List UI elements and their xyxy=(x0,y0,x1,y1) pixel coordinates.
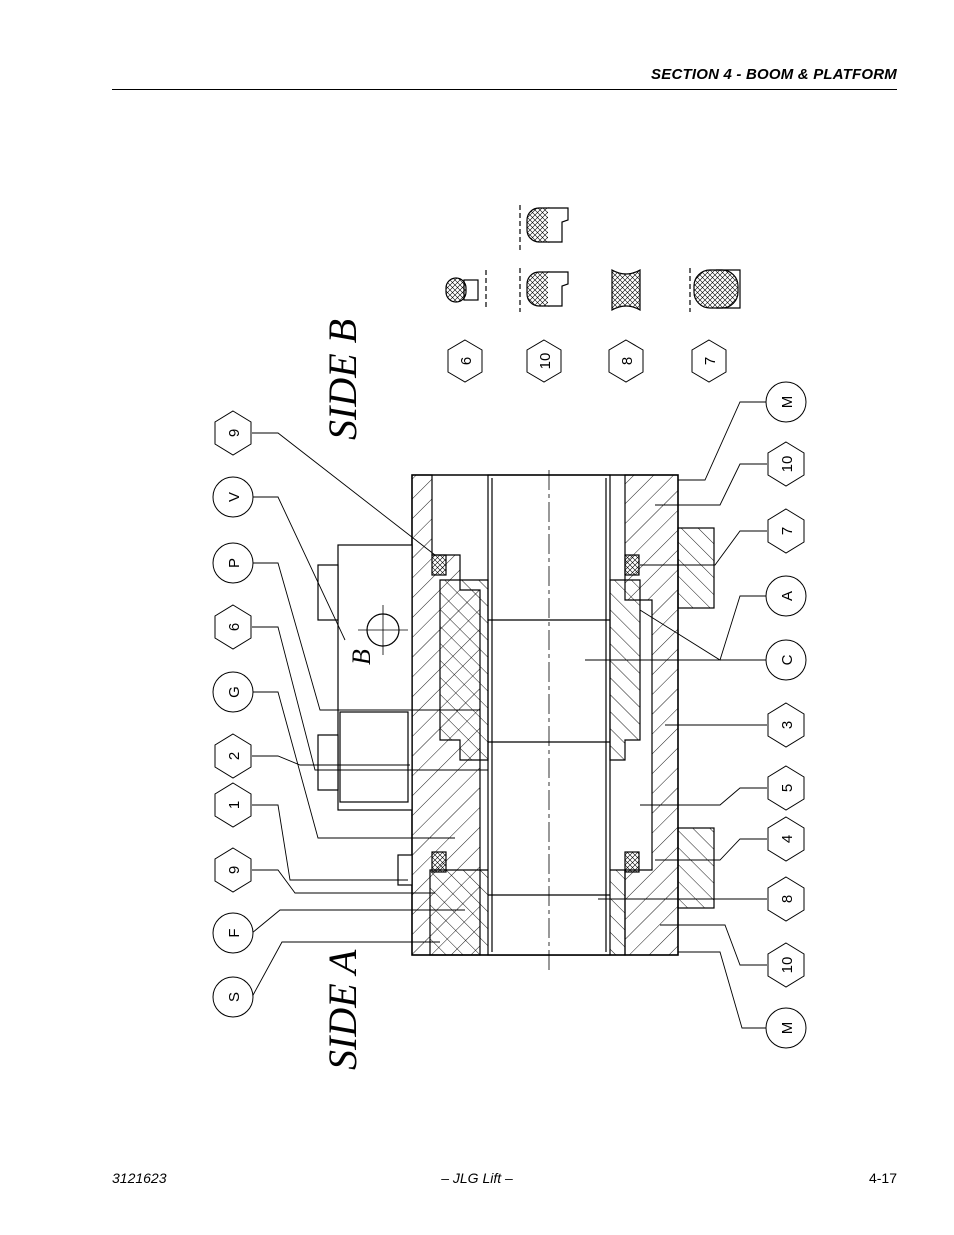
callout-top-P: P xyxy=(212,542,254,584)
callout-top-2: 2 xyxy=(214,733,252,779)
callout-bottom-A: A xyxy=(765,575,807,617)
callout-top-6: 6 xyxy=(214,604,252,650)
callout-bottom-10: 10 xyxy=(767,441,805,487)
svg-text:9: 9 xyxy=(226,866,243,874)
svg-text:10: 10 xyxy=(537,353,554,370)
side-b-label: SIDE B xyxy=(320,319,365,440)
document-number: 3121623 xyxy=(112,1170,167,1186)
page-number: 4-17 xyxy=(868,1170,897,1186)
callout-bottom-M: M xyxy=(765,381,807,423)
svg-text:7: 7 xyxy=(779,527,796,535)
svg-text:8: 8 xyxy=(619,357,636,365)
top-callouts: 9 V P 6 G 2 1 9 xyxy=(212,410,254,1018)
side-a-label: SIDE A xyxy=(320,949,365,1070)
publisher: – JLG Lift – xyxy=(441,1170,513,1186)
svg-text:A: A xyxy=(779,591,796,601)
svg-text:4: 4 xyxy=(779,835,796,843)
callout-bottom-3: 3 xyxy=(767,702,805,748)
callout-top-F: F xyxy=(212,912,254,954)
callout-top-S: S xyxy=(212,976,254,1018)
svg-text:6: 6 xyxy=(458,357,475,365)
svg-text:8: 8 xyxy=(779,895,796,903)
callout-seal-10: 10 xyxy=(526,339,562,383)
port-label: B xyxy=(347,649,376,665)
callout-top-1: 1 xyxy=(214,782,252,828)
callout-bottom-C: C xyxy=(765,639,807,681)
actuator-housing xyxy=(317,470,715,970)
callout-top-9b: 9 xyxy=(214,847,252,893)
callout-top-9: 9 xyxy=(214,410,252,456)
svg-text:7: 7 xyxy=(702,357,719,365)
svg-text:9: 9 xyxy=(226,429,243,437)
callout-top-V: V xyxy=(212,476,254,518)
leader-lines-top xyxy=(251,432,488,998)
svg-text:M: M xyxy=(779,396,796,409)
svg-text:1: 1 xyxy=(226,801,243,809)
svg-text:G: G xyxy=(226,686,243,698)
svg-text:2: 2 xyxy=(226,752,243,760)
callout-top-G: G xyxy=(212,671,254,713)
bottom-callouts: M 10 7 A C 3 5 4 xyxy=(765,381,807,1049)
callout-seal-6: 6 xyxy=(447,339,483,383)
callout-seal-7: 7 xyxy=(691,339,727,383)
svg-text:6: 6 xyxy=(226,623,243,631)
svg-text:S: S xyxy=(226,992,243,1002)
svg-text:P: P xyxy=(226,558,243,568)
svg-text:10: 10 xyxy=(779,456,796,473)
svg-text:C: C xyxy=(779,654,796,665)
callout-bottom-5: 5 xyxy=(767,765,805,811)
callout-seal-8: 8 xyxy=(608,339,644,383)
header-rule xyxy=(112,89,897,90)
leader-lines-bottom xyxy=(585,401,767,1029)
svg-text:5: 5 xyxy=(779,784,796,792)
section-title: SECTION 4 - BOOM & PLATFORM xyxy=(651,66,897,83)
svg-text:3: 3 xyxy=(779,721,796,729)
callout-bottom-7: 7 xyxy=(767,508,805,554)
svg-text:10: 10 xyxy=(779,957,796,974)
svg-text:F: F xyxy=(226,928,243,937)
svg-text:M: M xyxy=(779,1022,796,1035)
callout-bottom-8: 8 xyxy=(767,876,805,922)
seal-details xyxy=(445,205,741,312)
callout-bottom-10b: 10 xyxy=(767,942,805,988)
svg-text:V: V xyxy=(226,492,243,502)
seal-detail-callouts: 6 10 8 7 xyxy=(447,339,727,383)
callout-bottom-4: 4 xyxy=(767,816,805,862)
callout-bottom-Mb: M xyxy=(765,1007,807,1049)
